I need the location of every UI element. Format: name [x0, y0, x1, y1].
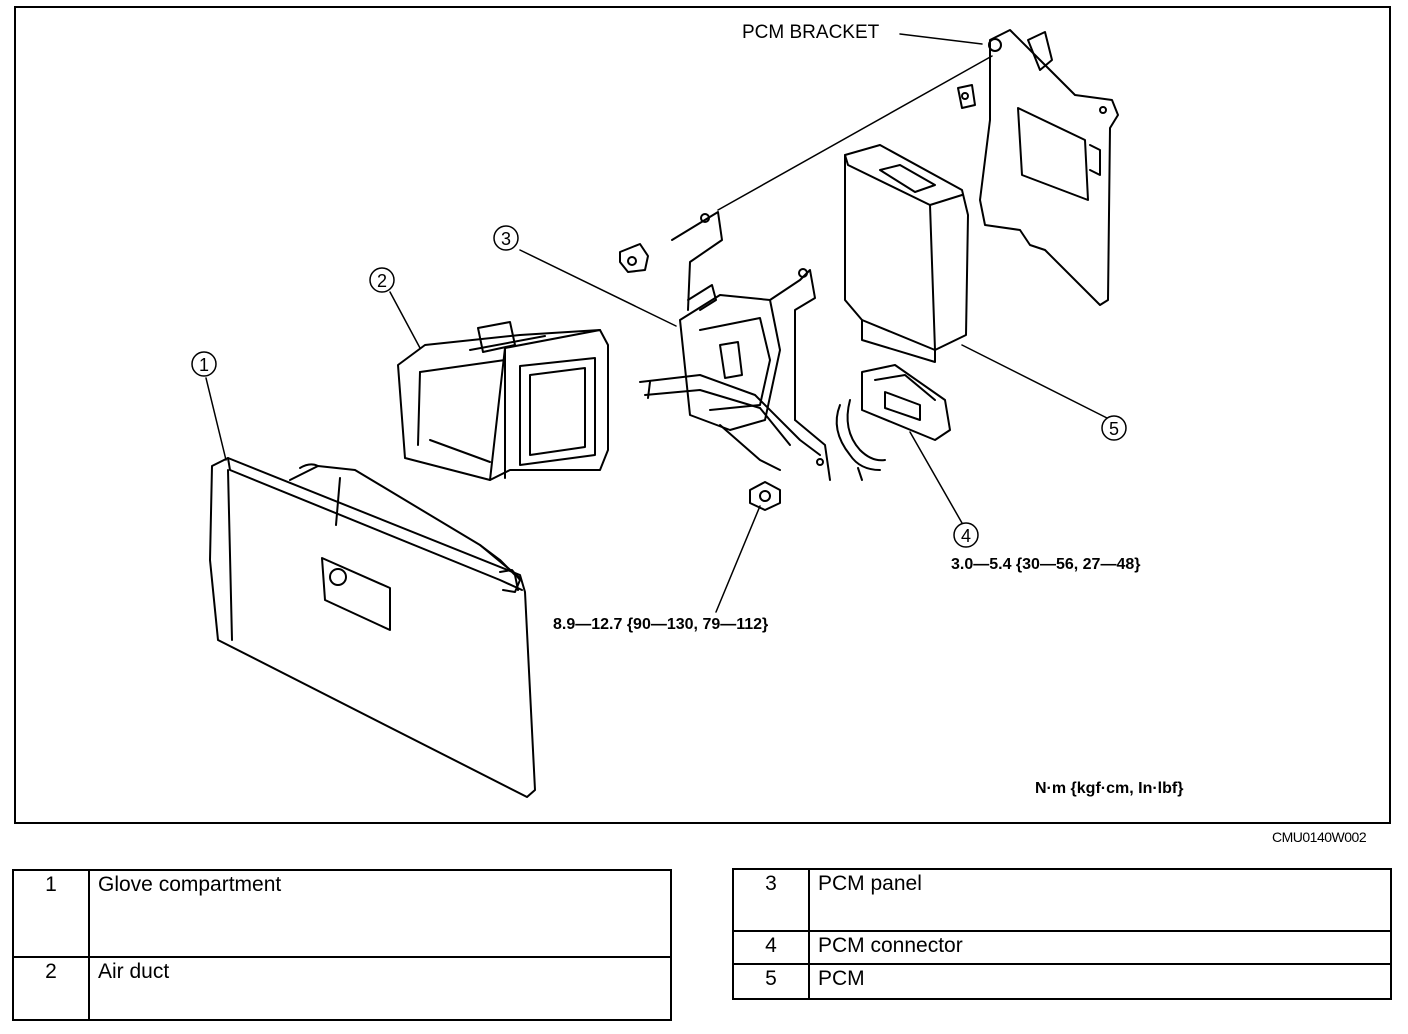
- pcm-panel-drawing: [639, 211, 831, 481]
- legend-part-name: PCM: [808, 963, 1392, 1000]
- legend-table-left: 1 Glove compartment 2 Air duct: [12, 869, 672, 1021]
- callout-3-number: 3: [501, 229, 511, 249]
- legend-row: 3 PCM panel: [732, 868, 1392, 932]
- legend-number: 4: [732, 930, 810, 965]
- legend-number: 2: [12, 956, 90, 1021]
- panel-nut-drawing: [619, 243, 649, 273]
- bolt-drawing: [749, 481, 781, 511]
- legend-part-name: Air duct: [88, 956, 672, 1021]
- callout-2-number: 2: [377, 271, 387, 291]
- legend-part-name: PCM connector: [808, 930, 1392, 965]
- torque-units-note: N·m {kgf·cm, In·lbf}: [1035, 780, 1184, 797]
- air-duct-drawing: [397, 321, 609, 481]
- callout-4-number: 4: [961, 526, 971, 546]
- callout-5-number: 5: [1109, 419, 1119, 439]
- legend-row: 2 Air duct: [12, 956, 672, 1021]
- callout-4-circle: [953, 522, 979, 548]
- legend-number: 5: [732, 963, 810, 1000]
- callout-1-number: 1: [199, 355, 209, 375]
- legend-part-name: PCM panel: [808, 868, 1392, 932]
- callout-circles: [191, 225, 1127, 548]
- leader-lines: [205, 33, 1108, 613]
- glove-compartment-drawing: [209, 457, 536, 798]
- legend-row: 4 PCM connector: [732, 930, 1392, 965]
- callout-5-circle: [1101, 415, 1127, 441]
- connector-torque-spec: 3.0—5.4 {30—56, 27—48}: [951, 556, 1141, 573]
- pcm-bracket-drawing: [957, 29, 1119, 306]
- legend-number: 3: [732, 868, 810, 932]
- legend-table-right: 3 PCM panel 4 PCM connector 5 PCM: [732, 868, 1392, 1000]
- exploded-view-drawing: 1 2 3 4 5: [191, 29, 1127, 798]
- pcm-unit-drawing: [844, 144, 969, 363]
- bolt-torque-spec: 8.9—12.7 {90—130, 79—112}: [553, 616, 769, 633]
- pcm-connector-drawing: [835, 364, 951, 481]
- figure-code: CMU0140W002: [1272, 829, 1367, 845]
- diagram-frame: [14, 6, 1391, 824]
- callout-1-circle: [191, 351, 217, 377]
- legend-row: 1 Glove compartment: [12, 869, 672, 958]
- callout-2-circle: [369, 267, 395, 293]
- callout-3-circle: [493, 225, 519, 251]
- legend-part-name: Glove compartment: [88, 869, 672, 958]
- legend-number: 1: [12, 869, 90, 958]
- legend-row: 5 PCM: [732, 963, 1392, 1000]
- pcm-bracket-label: PCM BRACKET: [742, 22, 880, 43]
